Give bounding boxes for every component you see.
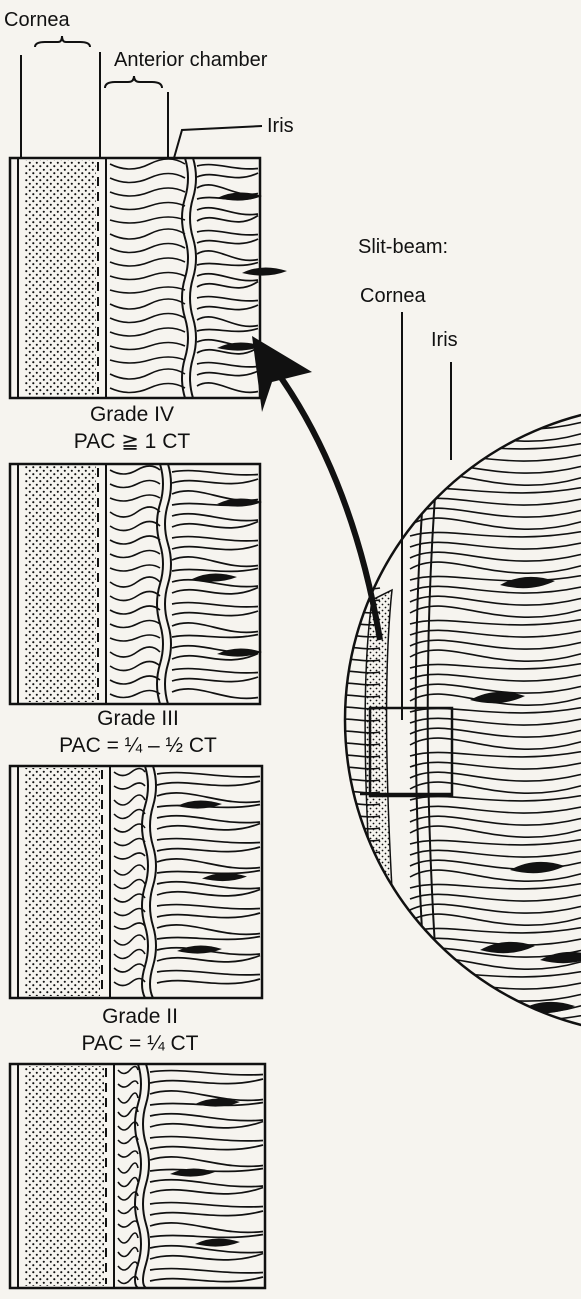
iris-label-right: Iris (431, 330, 458, 350)
iris-circle-view (340, 312, 581, 1140)
grade-iv-title: Grade IV (2, 401, 262, 428)
grade-iv-pac: PAC ≧ 1 CT (2, 428, 262, 455)
panel-grade-i (10, 1064, 265, 1288)
grade-iv-caption: Grade IV PAC ≧ 1 CT (2, 401, 262, 455)
grade-ii-caption: Grade II PAC = ¼ CT (10, 1003, 270, 1057)
grade-iii-caption: Grade III PAC = ¼ – ½ CT (8, 705, 268, 759)
grade-iii-pac: PAC = ¼ – ½ CT (8, 732, 268, 759)
slit-beam-label: Slit-beam: (358, 237, 448, 257)
panel-grade-ii (10, 766, 262, 998)
grade-ii-pac: PAC = ¼ CT (10, 1030, 270, 1057)
cornea-label-right: Cornea (360, 286, 426, 306)
iris-label-top: Iris (267, 116, 294, 136)
pointer-arrow (272, 365, 380, 640)
cornea-label-top: Cornea (4, 10, 70, 30)
grade-ii-title: Grade II (10, 1003, 270, 1030)
anterior-chamber-label: Anterior chamber (114, 50, 267, 70)
panel-grade-iii (10, 464, 262, 704)
panel-grade-iv (10, 158, 287, 398)
grade-iii-title: Grade III (8, 705, 268, 732)
